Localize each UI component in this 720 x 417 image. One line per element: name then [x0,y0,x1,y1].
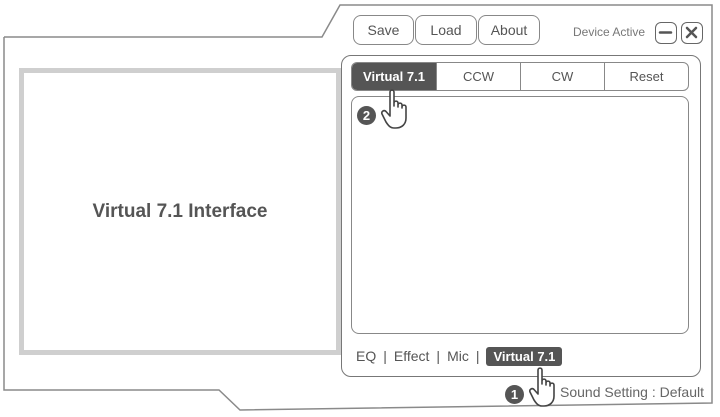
virtual-interface-preview [19,68,341,355]
nav-separator: | [436,348,441,364]
nav-eq[interactable]: EQ [356,348,377,364]
nav-virtual-7-1[interactable]: Virtual 7.1 [486,346,563,366]
virtual-interface-title: Virtual 7.1 Interface [92,200,268,222]
nav-effect[interactable]: Effect [393,348,430,364]
about-button[interactable]: About [478,15,540,45]
save-button[interactable]: Save [353,15,414,45]
device-status: Device Active [573,25,646,39]
tab-reset[interactable]: Reset [629,69,664,84]
hand-pointer-icon [529,367,555,407]
step-2-badge: 2 [357,106,376,125]
minus-circle-icon [658,31,673,34]
sound-setting-status: Sound Setting : Default [560,384,704,400]
virtual-7-1-content-area[interactable] [351,96,689,334]
load-button[interactable]: Load [415,15,477,45]
tab-ccw[interactable]: CCW [437,63,521,90]
bottom-nav: EQ | Effect | Mic | Virtual 7.1 [356,345,563,367]
nav-separator: | [383,348,387,364]
close-x-icon [685,26,698,39]
close-button[interactable] [681,22,703,44]
nav-mic[interactable]: Mic [447,348,469,364]
nav-separator: | [475,348,480,364]
hand-pointer-icon [381,89,407,129]
minimize-button[interactable] [655,22,677,44]
tab-cw[interactable]: CW [521,63,605,90]
mode-tabs: Virtual 7.1 CCW CW Reset [351,62,689,91]
tab-virtual-7-1[interactable]: Virtual 7.1 [352,63,437,90]
step-1-badge: 1 [505,385,524,404]
